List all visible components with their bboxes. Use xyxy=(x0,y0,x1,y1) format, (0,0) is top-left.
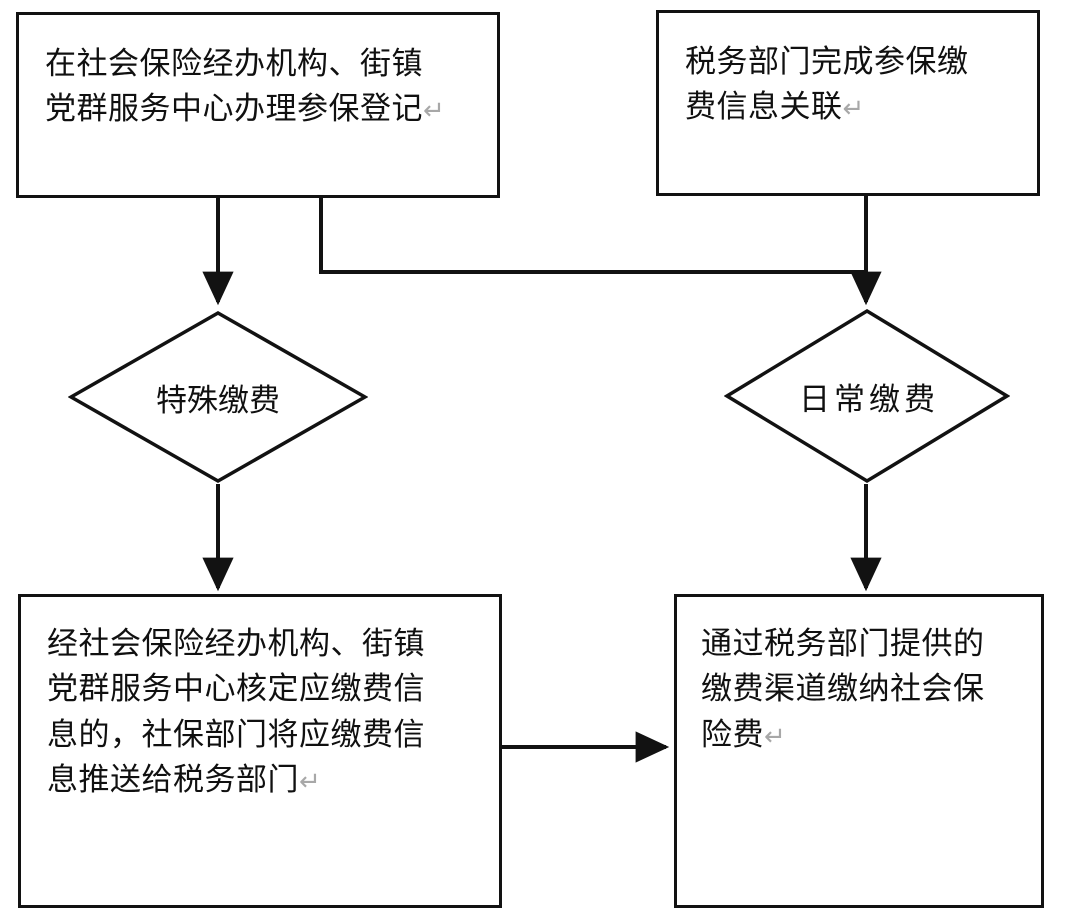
paragraph-mark-icon: ↵ xyxy=(423,95,445,126)
paragraph-mark-icon: ↵ xyxy=(764,720,786,751)
paragraph-mark-icon: ↵ xyxy=(842,93,865,124)
node-tax-link[interactable]: 税务部门完成参保缴费信息关联↵ xyxy=(656,10,1040,196)
diamond-shape-special xyxy=(68,310,368,484)
node-tax-link-text: 税务部门完成参保缴费信息关联↵ xyxy=(685,44,969,125)
node-registration[interactable]: 在社会保险经办机构、街镇党群服务中心办理参保登记↵ xyxy=(16,12,500,198)
node-pay-channel[interactable]: 通过税务部门提供的缴费渠道缴纳社会保险费↵ xyxy=(674,594,1044,908)
node-special-payment[interactable]: 特殊缴费 xyxy=(68,310,368,484)
node-registration-text: 在社会保险经办机构、街镇党群服务中心办理参保登记↵ xyxy=(45,46,445,127)
paragraph-mark-icon: ↵ xyxy=(299,765,321,796)
node-daily-payment[interactable]: 日常缴费 xyxy=(724,308,1010,484)
node-push-info-text: 经社会保险经办机构、街镇党群服务中心核定应缴费信息的，社保部门将应缴费信息推送给… xyxy=(47,626,425,797)
node-special-payment-label: 特殊缴费 xyxy=(156,382,280,418)
node-daily-payment-label: 日常缴费 xyxy=(799,381,939,417)
node-pay-channel-text: 通过税务部门提供的缴费渠道缴纳社会保险费↵ xyxy=(701,626,985,752)
diamond-shape-daily xyxy=(724,308,1010,484)
node-push-info[interactable]: 经社会保险经办机构、街镇党群服务中心核定应缴费信息的，社保部门将应缴费信息推送给… xyxy=(18,594,502,908)
edge-registration-to-daily xyxy=(319,198,866,274)
